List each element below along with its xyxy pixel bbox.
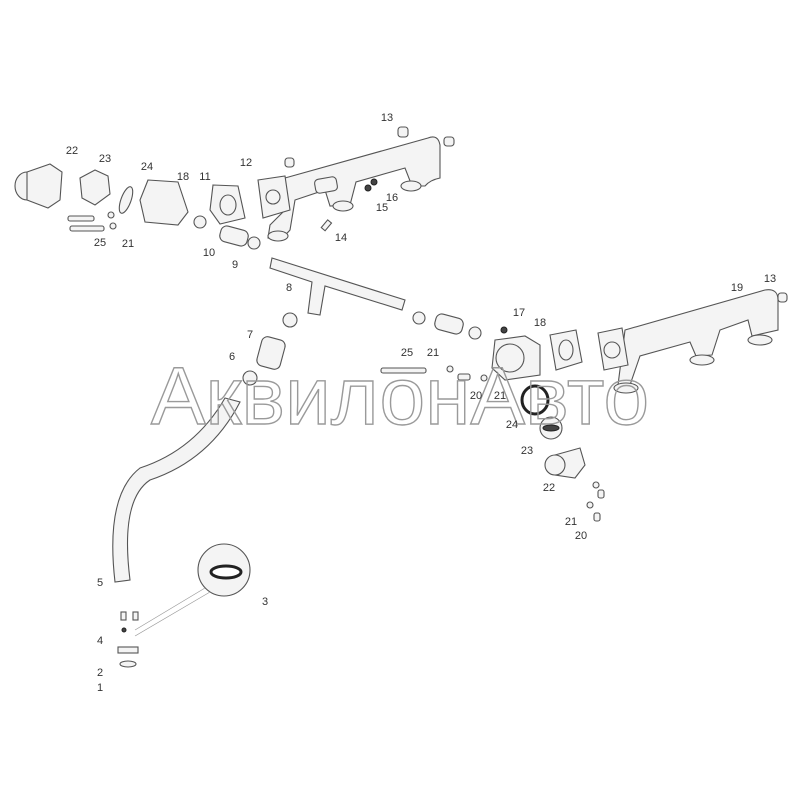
fitting-14 — [320, 219, 333, 232]
part-label: 9 — [232, 259, 238, 271]
part-label: 20 — [470, 390, 482, 402]
tee-pipe-8 — [269, 257, 406, 316]
part-label: 3 — [262, 596, 268, 608]
part-label: 6 — [229, 351, 235, 363]
part-label: 25 — [94, 237, 106, 249]
part-label: 8 — [286, 282, 292, 294]
part-label: 4 — [97, 635, 103, 647]
part-label: 11 — [199, 171, 210, 183]
clamp-6 — [242, 370, 258, 386]
right-manifold — [549, 289, 788, 394]
hose-5 — [112, 397, 241, 583]
hose-10b — [434, 313, 464, 335]
flange-2 — [117, 646, 139, 654]
washer-15 — [364, 184, 372, 192]
part-label: 22 — [543, 482, 555, 494]
part-label: 21 — [122, 238, 134, 250]
part-label: 13 — [381, 112, 393, 124]
detail-3-ring — [209, 564, 243, 580]
plug-13 — [397, 126, 409, 138]
part-label: 22 — [66, 145, 78, 157]
part-label: 21 — [494, 390, 506, 402]
part-label: 21 — [427, 347, 439, 359]
flange-12-hole — [265, 189, 281, 205]
part-label: 17 — [513, 307, 525, 319]
washer-16 — [370, 178, 378, 186]
part-label: 12 — [240, 157, 252, 169]
washer — [121, 627, 127, 633]
part-label: 10 — [203, 247, 215, 259]
part-label: 1 — [97, 682, 103, 694]
left-thermostat-group — [14, 163, 261, 250]
watermark: АквилонАвто — [151, 351, 649, 442]
part-label: 24 — [141, 161, 153, 173]
part-label: 18 — [177, 171, 189, 183]
plug — [284, 157, 295, 168]
part-label: 23 — [521, 445, 533, 457]
part-label: 19 — [731, 282, 743, 294]
part-label: 23 — [99, 153, 111, 165]
part-label: 16 — [386, 192, 398, 204]
clamp — [412, 311, 426, 325]
right-thermostat-group — [380, 326, 605, 522]
clamp — [468, 326, 482, 340]
part-label: 2 — [97, 667, 103, 679]
upper-manifold — [267, 136, 441, 242]
part-labels: 13 22 23 24 18 11 12 16 15 14 25 21 10 9… — [66, 112, 776, 694]
clamp-9 — [282, 312, 298, 328]
part-label: 15 — [376, 202, 388, 214]
part-label: 5 — [97, 577, 103, 589]
part-label: 20 — [575, 530, 587, 542]
part-label: 18 — [534, 317, 546, 329]
bolt-4 — [120, 611, 127, 621]
plug-13b — [443, 136, 455, 147]
bolt-4b — [132, 611, 139, 621]
part-label: 7 — [247, 329, 253, 341]
part-label: 14 — [335, 232, 347, 244]
hose-7 — [256, 336, 286, 370]
part-label: 25 — [401, 347, 413, 359]
part-label: 21 — [565, 516, 577, 528]
gasket-1 — [119, 660, 137, 668]
part-label: 24 — [506, 419, 518, 431]
part-label: 13 — [764, 273, 776, 285]
